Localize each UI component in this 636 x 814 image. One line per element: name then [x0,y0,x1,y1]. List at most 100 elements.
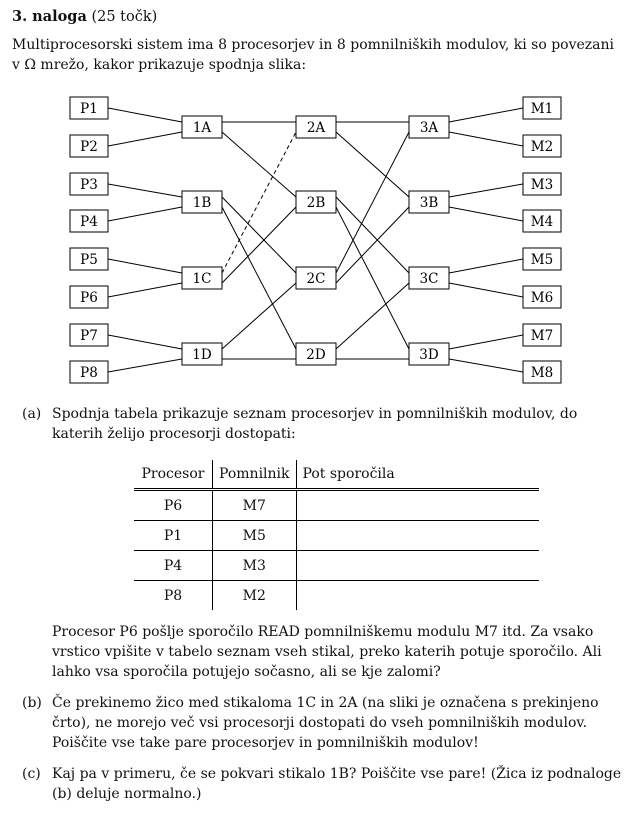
processor-p4-label: P4 [80,214,98,230]
table-row: P4 M3 [134,550,539,581]
processor-p5-box [69,247,109,271]
processor-p3-box [69,172,109,196]
switch-3a: 3A [408,115,450,139]
wire-3a-m1 [448,107,524,123]
part-b-text: Če prekinemo žico med stikaloma 1C in 2A… [52,695,599,751]
processor-p6-box [69,285,109,309]
processor-p6: P6 [69,285,109,309]
memory-m5-label: M5 [531,252,553,268]
processor-p2-box [69,134,109,158]
switch-3c-box [408,266,450,290]
wire-3c-m5 [448,258,524,274]
processor-p6-label: P6 [80,290,98,306]
memory-m7-label: M7 [531,328,553,344]
col-header-processor: Procesor [134,460,213,490]
memory-m8-box [522,360,562,384]
wire-p7-1d [107,334,183,350]
switch-1c: 1C [181,266,223,290]
wire-3a-m2 [448,131,524,147]
switch-2c: 2C [295,266,337,290]
switch-1d: 1D [181,342,223,366]
task-title-bold: 3. naloga [12,8,87,25]
cell-path[interactable] [296,580,539,610]
memory-m7-box [522,323,562,347]
switch-1b-label: 1B [193,195,212,211]
processor-p5-label: P5 [80,252,98,268]
switch-2d: 2D [295,342,337,366]
switch-1d-label: 1D [192,347,212,363]
memory-m3: M3 [522,172,562,196]
wire-p1-1a [107,107,183,123]
switch-1c-label: 1C [193,271,212,287]
memory-m4-label: M4 [531,214,553,230]
cell-memory: M7 [212,489,297,521]
switch-1a: 1A [181,115,223,139]
processor-p1: P1 [69,96,109,120]
switch-3b-box [408,190,450,214]
cell-processor: P1 [134,520,213,551]
processor-p2-label: P2 [80,139,98,155]
col-header-path: Pot sporočila [302,466,395,482]
processor-p3: P3 [69,172,109,196]
wire-1b-2c [221,196,297,274]
part-a-text: Spodnja tabela prikazuje seznam procesor… [52,406,578,442]
wire-1b-2d [221,206,297,350]
part-c-text: Kaj pa v primeru, če se pokvari stikalo … [52,766,622,802]
memory-m6-label: M6 [531,290,553,306]
cell-memory: M3 [212,550,297,581]
wire-1a-2b [221,131,297,198]
wire-1d-2c [221,282,297,350]
part-c-label: (c) [22,766,41,782]
wire-2b-3d [335,206,410,350]
switch-1d-box [181,342,223,366]
switch-2a: 2A [295,115,337,139]
wire-3b-m4 [448,206,524,222]
switch-2d-box [295,342,337,366]
processor-p2: P2 [69,134,109,158]
table-row: P1 M5 [134,520,539,551]
wire-p2-1a [107,131,183,147]
cell-processor: P4 [134,550,213,581]
memory-m3-box [522,172,562,196]
cell-path[interactable] [296,489,539,521]
memory-m3-label: M3 [531,177,553,193]
switch-1b: 1B [181,190,223,214]
processor-p8-label: P8 [80,365,98,381]
wire-2c-3a [335,131,410,274]
memory-m6: M6 [522,285,562,309]
switch-1a-label: 1A [193,120,212,136]
memory-m1: M1 [522,96,562,120]
processor-p7-label: P7 [80,328,98,344]
routing-table: Procesor Pomnilnik Pot sporočila P6 M7 P… [134,460,539,610]
intro-paragraph: Multiprocesorski sistem ima 8 procesorje… [12,37,614,73]
wire-p5-1c [107,258,183,274]
processor-p4-box [69,209,109,233]
col-header-memory: Pomnilnik [212,460,297,490]
processor-p5: P5 [69,247,109,271]
switch-1b-box [181,190,223,214]
cell-memory: M2 [212,580,297,610]
part-a-followup-pre: Procesor P6 pošlje sporočilo [52,624,258,640]
wire-1c-2a [221,131,297,274]
processor-p1-label: P1 [80,101,98,117]
wire-p4-1b [107,206,183,222]
wire-2a-3b [335,131,410,198]
memory-m1-box [522,96,562,120]
processor-p8-box [69,360,109,384]
omega-network-diagram: P1P2P3P4P5P6P7P8M1M2M3M4M5M6M7M81A1B1C1D… [69,96,562,384]
switch-3d: 3D [408,342,450,366]
cell-path[interactable] [296,520,539,551]
switch-3c-label: 3C [420,271,439,287]
switch-1a-box [181,115,223,139]
wire-3d-m7 [448,334,524,350]
cell-path[interactable] [296,550,539,581]
memory-m4: M4 [522,209,562,233]
wire-1c-2b [221,206,297,284]
memory-m7: M7 [522,323,562,347]
wire-2b-3c [335,196,410,274]
part-a-followup-post: pomnilniškemu modulu M7 itd. Za vsako vr… [52,624,602,680]
wire-2c-3b [335,206,410,284]
task-points: (25 točk) [91,9,158,25]
memory-m4-box [522,209,562,233]
switch-2c-label: 2C [307,271,326,287]
